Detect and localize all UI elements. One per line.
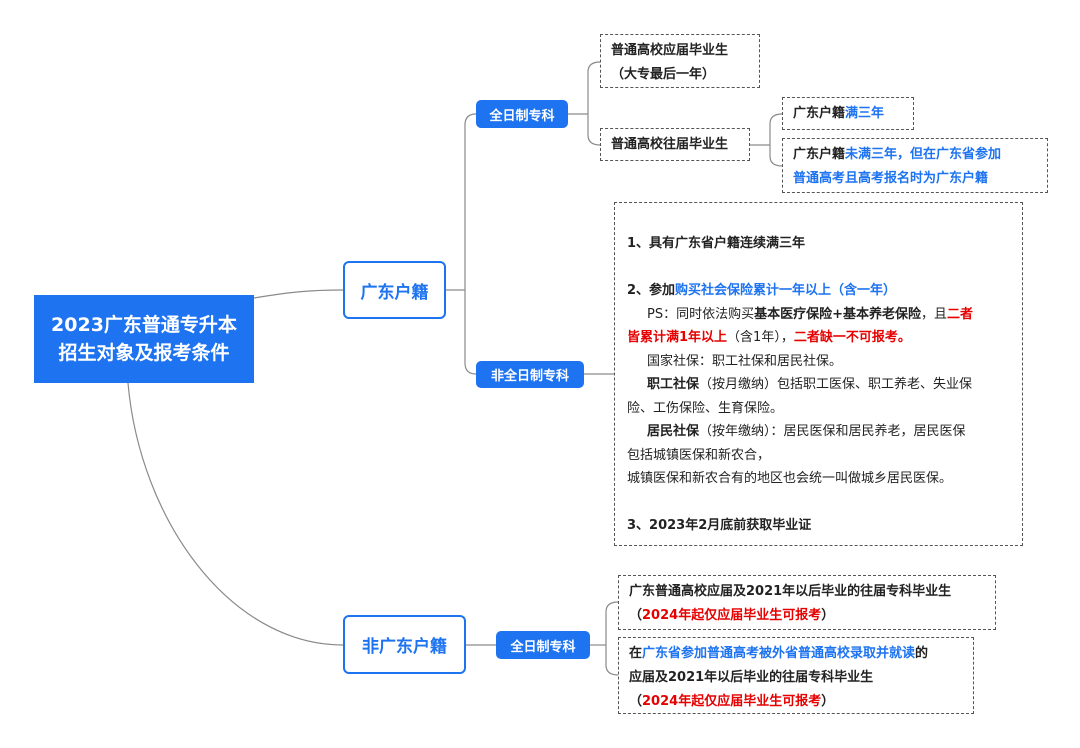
option2-highlight2: 普通高考且高考报名时为广东户籍 xyxy=(793,171,989,186)
gd-parttime-pill: 非全日制专科 xyxy=(476,361,584,388)
ps-red3: 二者缺一不可报考。 xyxy=(793,330,911,345)
ngd-option2-t1: 在 xyxy=(629,646,643,661)
gd-parttime-label: 非全日制专科 xyxy=(490,369,569,384)
ngd-option-outside-college-grads: 在广东省参加普通高考被外省普通高校录取并就读的 应届及2021年以后毕业的往届专… xyxy=(618,637,974,714)
branch-guangdong-hukou-label: 广东户籍 xyxy=(360,282,429,303)
gd-fulltime-past-grads: 普通高校往届毕业生 xyxy=(600,128,750,161)
requirement-2-prefix: 2、参加 xyxy=(627,283,676,298)
ps-red1: 二者 xyxy=(947,306,974,322)
ps-text3: （含1年）， xyxy=(727,330,794,345)
ps-text1: PS：同时依法购买 xyxy=(647,306,755,322)
worker-insurance-line2: 险、工伤保险、生育保险。 xyxy=(627,400,784,416)
worker-insurance-title: 职工社保 xyxy=(647,377,700,392)
requirement-1: 1、具有广东省户籍连续满三年 xyxy=(627,236,806,251)
ngd-option2-line2: 应届及2021年以后毕业的往届专科毕业生 xyxy=(629,670,874,685)
ngd-option2-red: 2024年起仅应届毕业生可报考 xyxy=(642,694,822,709)
link-root-gd xyxy=(253,289,344,299)
option2-highlight1: 未满三年，但在广东省参加 xyxy=(845,147,1002,162)
resident-insurance-title: 居民社保 xyxy=(647,424,700,439)
option1-highlight: 满三年 xyxy=(845,106,885,121)
current-grads-line2: （大专最后一年） xyxy=(611,67,716,82)
branch-guangdong-hukou: 广东户籍 xyxy=(343,261,446,319)
worker-insurance-line1: （按月缴纳）包括职工医保、职工养老、失业保 xyxy=(699,377,973,392)
root-title: 2023广东普通专升本 招生对象及报考条件 xyxy=(34,295,254,383)
branch-non-guangdong-hukou-label: 非广东户籍 xyxy=(362,637,447,657)
gd-fulltime-pill: 全日制专科 xyxy=(476,100,568,128)
gd-parttime-requirements: 1、具有广东省户籍连续满三年 2、参加购买社会保险累计一年以上（含一年） PS：… xyxy=(614,202,1023,546)
gd-fulltime-label: 全日制专科 xyxy=(489,108,555,124)
current-grads-line1: 普通高校应届毕业生 xyxy=(611,43,729,58)
ps-note: PS：同时依法购买基本医疗保险+基本养老保险，且二者 xyxy=(627,303,1011,327)
past-grads-option-under-three-years: 广东户籍未满三年，但在广东省参加 普通高考且高考报名时为广东户籍 xyxy=(782,138,1048,193)
past-grads-label: 普通高校往届毕业生 xyxy=(611,137,729,152)
ngd-fulltime-pill: 全日制专科 xyxy=(496,631,590,659)
link-ft-past xyxy=(587,114,601,146)
root-title-line1: 2023广东普通专升本 xyxy=(51,313,237,336)
resident-insurance-line2: 包括城镇医保和新农合， xyxy=(627,447,771,463)
resident-insurance-line3: 城镇医保和新农合有的地区也会统一叫做城乡居民医保。 xyxy=(627,471,953,486)
ps-red2: 皆累计满1年以上 xyxy=(627,330,728,345)
link-ft-current xyxy=(587,61,601,114)
option2-prefix: 广东户籍 xyxy=(793,147,846,162)
option1-prefix: 广东户籍 xyxy=(793,106,846,121)
gd-fulltime-current-grads: 普通高校应届毕业生 （大专最后一年） xyxy=(600,34,760,88)
resident-insurance: 居民社保（按年缴纳）：居民医保和居民养老，居民医保 xyxy=(627,420,1011,444)
ngd-option1-red: 2024年起仅应届毕业生可报考 xyxy=(642,608,822,623)
link-gd-fulltime xyxy=(464,113,477,290)
ngd-option1-line1: 广东普通高校应届及2021年以后毕业的往届专科毕业生 xyxy=(629,584,952,599)
resident-insurance-line1: （按年缴纳）：居民医保和居民养老，居民医保 xyxy=(699,424,966,439)
link-root-ngd xyxy=(127,382,344,646)
ngd-fulltime-label: 全日制专科 xyxy=(510,639,576,655)
requirement-2-highlight: 购买社会保险累计一年以上（含一年） xyxy=(675,283,897,298)
ps-insurance: 基本医疗保险+基本养老保险 xyxy=(754,306,921,322)
ngd-option1-paren-close: ） xyxy=(821,608,835,623)
branch-non-guangdong-hukou: 非广东户籍 xyxy=(343,615,466,674)
ngd-option2-paren-close: ） xyxy=(821,694,835,709)
ngd-option2-paren-open: （ xyxy=(629,694,643,709)
link-ngd-opt1 xyxy=(605,601,619,645)
social-types: 国家社保：职工社保和居民社保。 xyxy=(647,353,843,369)
link-gd-parttime xyxy=(464,290,477,375)
past-grads-option-full-three-years: 广东户籍满三年 xyxy=(782,97,914,130)
link-ngd-opt2 xyxy=(605,645,619,676)
root-title-line2: 招生对象及报考条件 xyxy=(58,342,230,364)
ngd-option2-t2: 的 xyxy=(915,646,929,661)
ngd-option2-blue: 广东省参加普通高考被外省普通高校录取并就读 xyxy=(642,646,916,661)
requirement-3: 3、2023年2月底前获取毕业证 xyxy=(627,518,812,533)
worker-insurance: 职工社保（按月缴纳）包括职工医保、职工养老、失业保 xyxy=(627,373,1011,397)
link-past-opt2 xyxy=(769,145,783,167)
link-past-opt1 xyxy=(769,113,783,145)
ngd-option-guangdong-college-grads: 广东普通高校应届及2021年以后毕业的往届专科毕业生 （2024年起仅应届毕业生… xyxy=(618,575,996,630)
ps-text2: ，且 xyxy=(921,306,948,322)
requirement-2: 2、参加购买社会保险累计一年以上（含一年） xyxy=(627,279,1011,303)
ps-note-line2: 皆累计满1年以上（含1年），二者缺一不可报考。 xyxy=(627,326,1011,350)
ngd-option1-paren-open: （ xyxy=(629,608,643,623)
